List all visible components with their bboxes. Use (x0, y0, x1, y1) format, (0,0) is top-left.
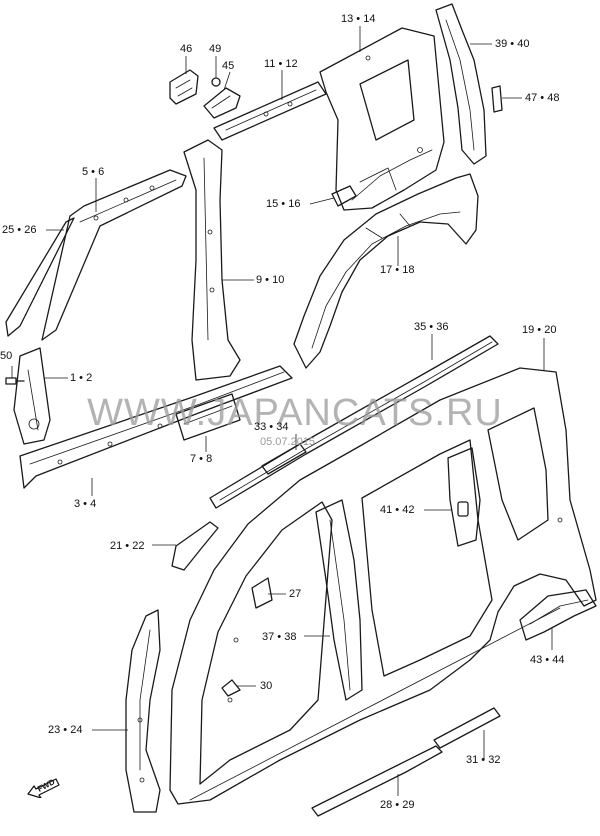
callout-3-4: 3 • 4 (74, 498, 97, 510)
callout-15-16: 15 • 16 (266, 198, 301, 210)
watermark: WWW.JAPANCATS.RU (87, 392, 503, 434)
callout-1-2: 1 • 2 (70, 372, 93, 384)
part-43-44-rear-bracket (519, 589, 597, 641)
part-39-40-rear-pillar (435, 3, 487, 165)
part-47-48-plate (491, 85, 503, 113)
callout-45: 45 (222, 60, 235, 72)
part-46-bracket (169, 69, 199, 105)
part-9-10-center-pillar (183, 139, 241, 381)
callout-31-32: 31 • 32 (466, 754, 501, 766)
part-15-16-bracket (331, 185, 357, 207)
part-33-34-strip (261, 443, 307, 475)
part-30-clip (221, 679, 241, 697)
callout-30: 30 (260, 680, 273, 692)
callout-5-6: 5 • 6 (82, 166, 105, 178)
forward-arrow-icon (27, 778, 60, 798)
callout-23-24: 23 • 24 (48, 724, 83, 736)
callout-33-34: 33 • 34 (254, 421, 289, 433)
part-28-29-sill-molding-long (311, 745, 443, 817)
part-1-2-front-pillar-lower (13, 347, 51, 445)
callout-17-18: 17 • 18 (380, 264, 415, 276)
callout-46: 46 (180, 43, 193, 55)
callout-25-26: 25 • 26 (2, 224, 37, 236)
callout-27: 27 (289, 588, 302, 600)
callout-50: 50 (0, 350, 13, 362)
part-13-14-quarter-inner-panel (319, 27, 445, 211)
callout-43-44: 43 • 44 (530, 654, 565, 666)
part-3-4-side-sill-inner (19, 365, 293, 489)
callout-47-48: 47 • 48 (525, 92, 560, 104)
callout-35-36: 35 • 36 (414, 321, 449, 333)
part-49-clip (211, 77, 221, 87)
callout-37-38: 37 • 38 (262, 631, 297, 643)
part-41-42-rear-pillar-inner (447, 447, 481, 547)
part-17-18-wheel-house (293, 173, 479, 369)
callout-28-29: 28 • 29 (380, 799, 415, 811)
part-31-32-sill-molding (433, 707, 501, 749)
date-stamp: 05.07.2015 (260, 436, 316, 448)
part-27-plate (251, 577, 273, 609)
part-37-38-center-pillar-outer (315, 499, 363, 701)
callout-41-42: 41 • 42 (380, 504, 415, 516)
callout-13-14: 13 • 14 (341, 13, 376, 25)
leader-lines (11, 26, 553, 796)
part-45-bracket (203, 87, 241, 119)
part-5-6-front-pillar-upper (41, 169, 187, 341)
callout-49: 49 (209, 43, 222, 55)
part-50-bolt (5, 377, 25, 385)
callout-11-12: 11 • 12 (264, 58, 298, 70)
callout-7-8: 7 • 8 (190, 453, 213, 465)
part-25-26-pillar-trim (5, 217, 75, 337)
part-7-8-sill-bracket (175, 393, 241, 441)
part-35-36-roof-rail (209, 335, 499, 509)
callout-21-22: 21 • 22 (110, 540, 145, 552)
part-11-12-roof-rail-inner (213, 81, 327, 141)
callout-39-40: 39 • 40 (495, 38, 530, 50)
part-19-20-side-body-outer (169, 367, 597, 805)
part-23-24-front-pillar-outer (125, 609, 161, 813)
callout-9-10: 9 • 10 (256, 274, 285, 286)
part-21-22-pillar-piece (171, 521, 219, 571)
callout-19-20: 19 • 20 (522, 324, 557, 336)
